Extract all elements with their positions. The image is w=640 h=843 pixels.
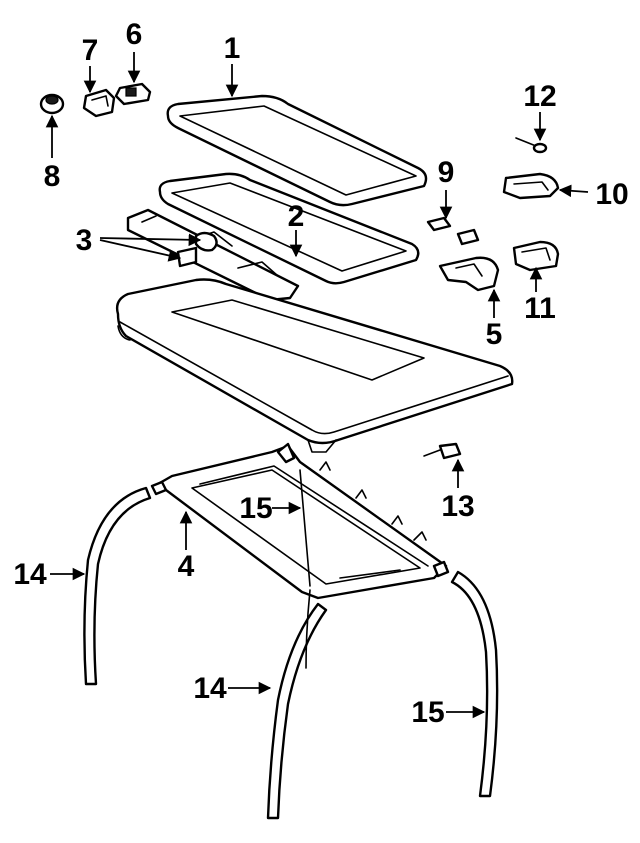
glass-weatherstrip: [158, 172, 420, 285]
grommet-8: [39, 93, 65, 115]
callout-8: 8: [44, 160, 61, 193]
callout-labels: 1 2 3 4 5 6 7 8 9 10 11 12 13 14 15 14 1…: [13, 18, 628, 729]
sunroof-frame: [150, 442, 450, 600]
drain-tubes: [83, 469, 499, 820]
rear-left-drain-tube: [266, 602, 328, 820]
headliner: [115, 278, 514, 453]
callout-7: 7: [82, 34, 99, 67]
callout-15-rear-right: 15: [411, 696, 444, 729]
front-left-drain-tube: [83, 486, 152, 686]
switch-13: [423, 442, 462, 460]
callout-9: 9: [438, 156, 455, 189]
callout-11: 11: [524, 292, 556, 325]
callout-1: 1: [224, 32, 241, 65]
callout-4: 4: [178, 550, 195, 583]
callout-15-center: 15: [239, 492, 272, 525]
glass-panel: [166, 94, 428, 207]
callout-14-front-left: 14: [13, 558, 47, 591]
front-bracket: [126, 208, 300, 302]
callout-10: 10: [595, 178, 628, 211]
callout-2: 2: [288, 200, 305, 233]
callout-3: 3: [76, 224, 93, 257]
callout-13: 13: [441, 490, 474, 523]
rear-right-drain-tube: [450, 570, 499, 798]
clip-6: [114, 82, 152, 106]
screw-12: [515, 137, 548, 154]
latch-5: [438, 256, 500, 292]
handle-10: [502, 172, 560, 200]
callout-5: 5: [486, 318, 503, 351]
callout-6: 6: [126, 18, 143, 51]
leader-arrows: [45, 52, 589, 719]
callout-12: 12: [523, 80, 556, 113]
clip-9: [426, 216, 480, 246]
bracket-7: [82, 88, 116, 118]
callout-14-rear-left: 14: [193, 672, 227, 705]
motor-11: [512, 240, 560, 272]
